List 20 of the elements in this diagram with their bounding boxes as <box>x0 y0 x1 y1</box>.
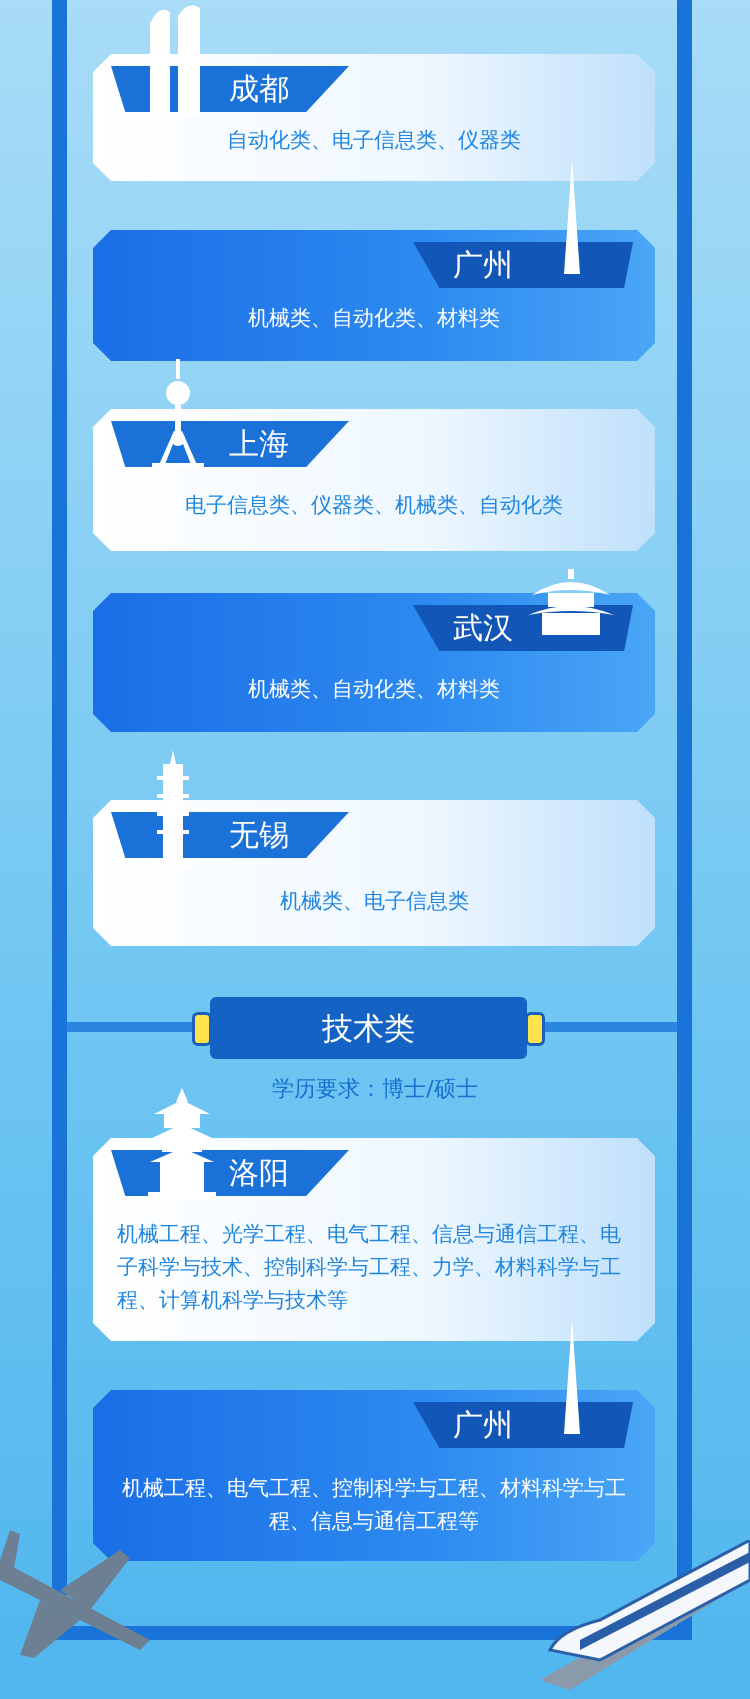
city-card <box>93 1138 655 1341</box>
city-panel <box>93 593 655 732</box>
city-tag: 广州 <box>413 1402 633 1448</box>
city-panel <box>93 230 655 361</box>
major-list: 机械工程、电气工程、控制科学与工程、材料科学与工程、信息与通信工程等 <box>117 1472 631 1538</box>
major-list: 机械类、自动化类、材料类 <box>117 673 631 706</box>
requirement-note: 学历要求：博士/硕士 <box>271 1075 479 1103</box>
city-tag: 上海 <box>111 421 349 467</box>
city-card <box>93 54 655 181</box>
city-tag: 无锡 <box>111 812 349 858</box>
major-list: 自动化类、电子信息类、仪器类 <box>117 124 631 157</box>
city-card <box>93 800 655 946</box>
city-tag: 广州 <box>413 242 633 288</box>
major-list: 机械类、电子信息类 <box>117 885 631 918</box>
city-panel <box>93 1390 655 1561</box>
major-list: 电子信息类、仪器类、机械类、自动化类 <box>117 489 631 522</box>
section-header: 技术类 <box>210 997 527 1059</box>
major-list: 机械类、自动化类、材料类 <box>117 302 631 335</box>
major-list: 机械工程、光学工程、电气工程、信息与通信工程、电子科学与技术、控制科学与工程、力学、材料科学与工程、计算机科学与技术等 <box>117 1218 631 1317</box>
city-card <box>93 409 655 551</box>
